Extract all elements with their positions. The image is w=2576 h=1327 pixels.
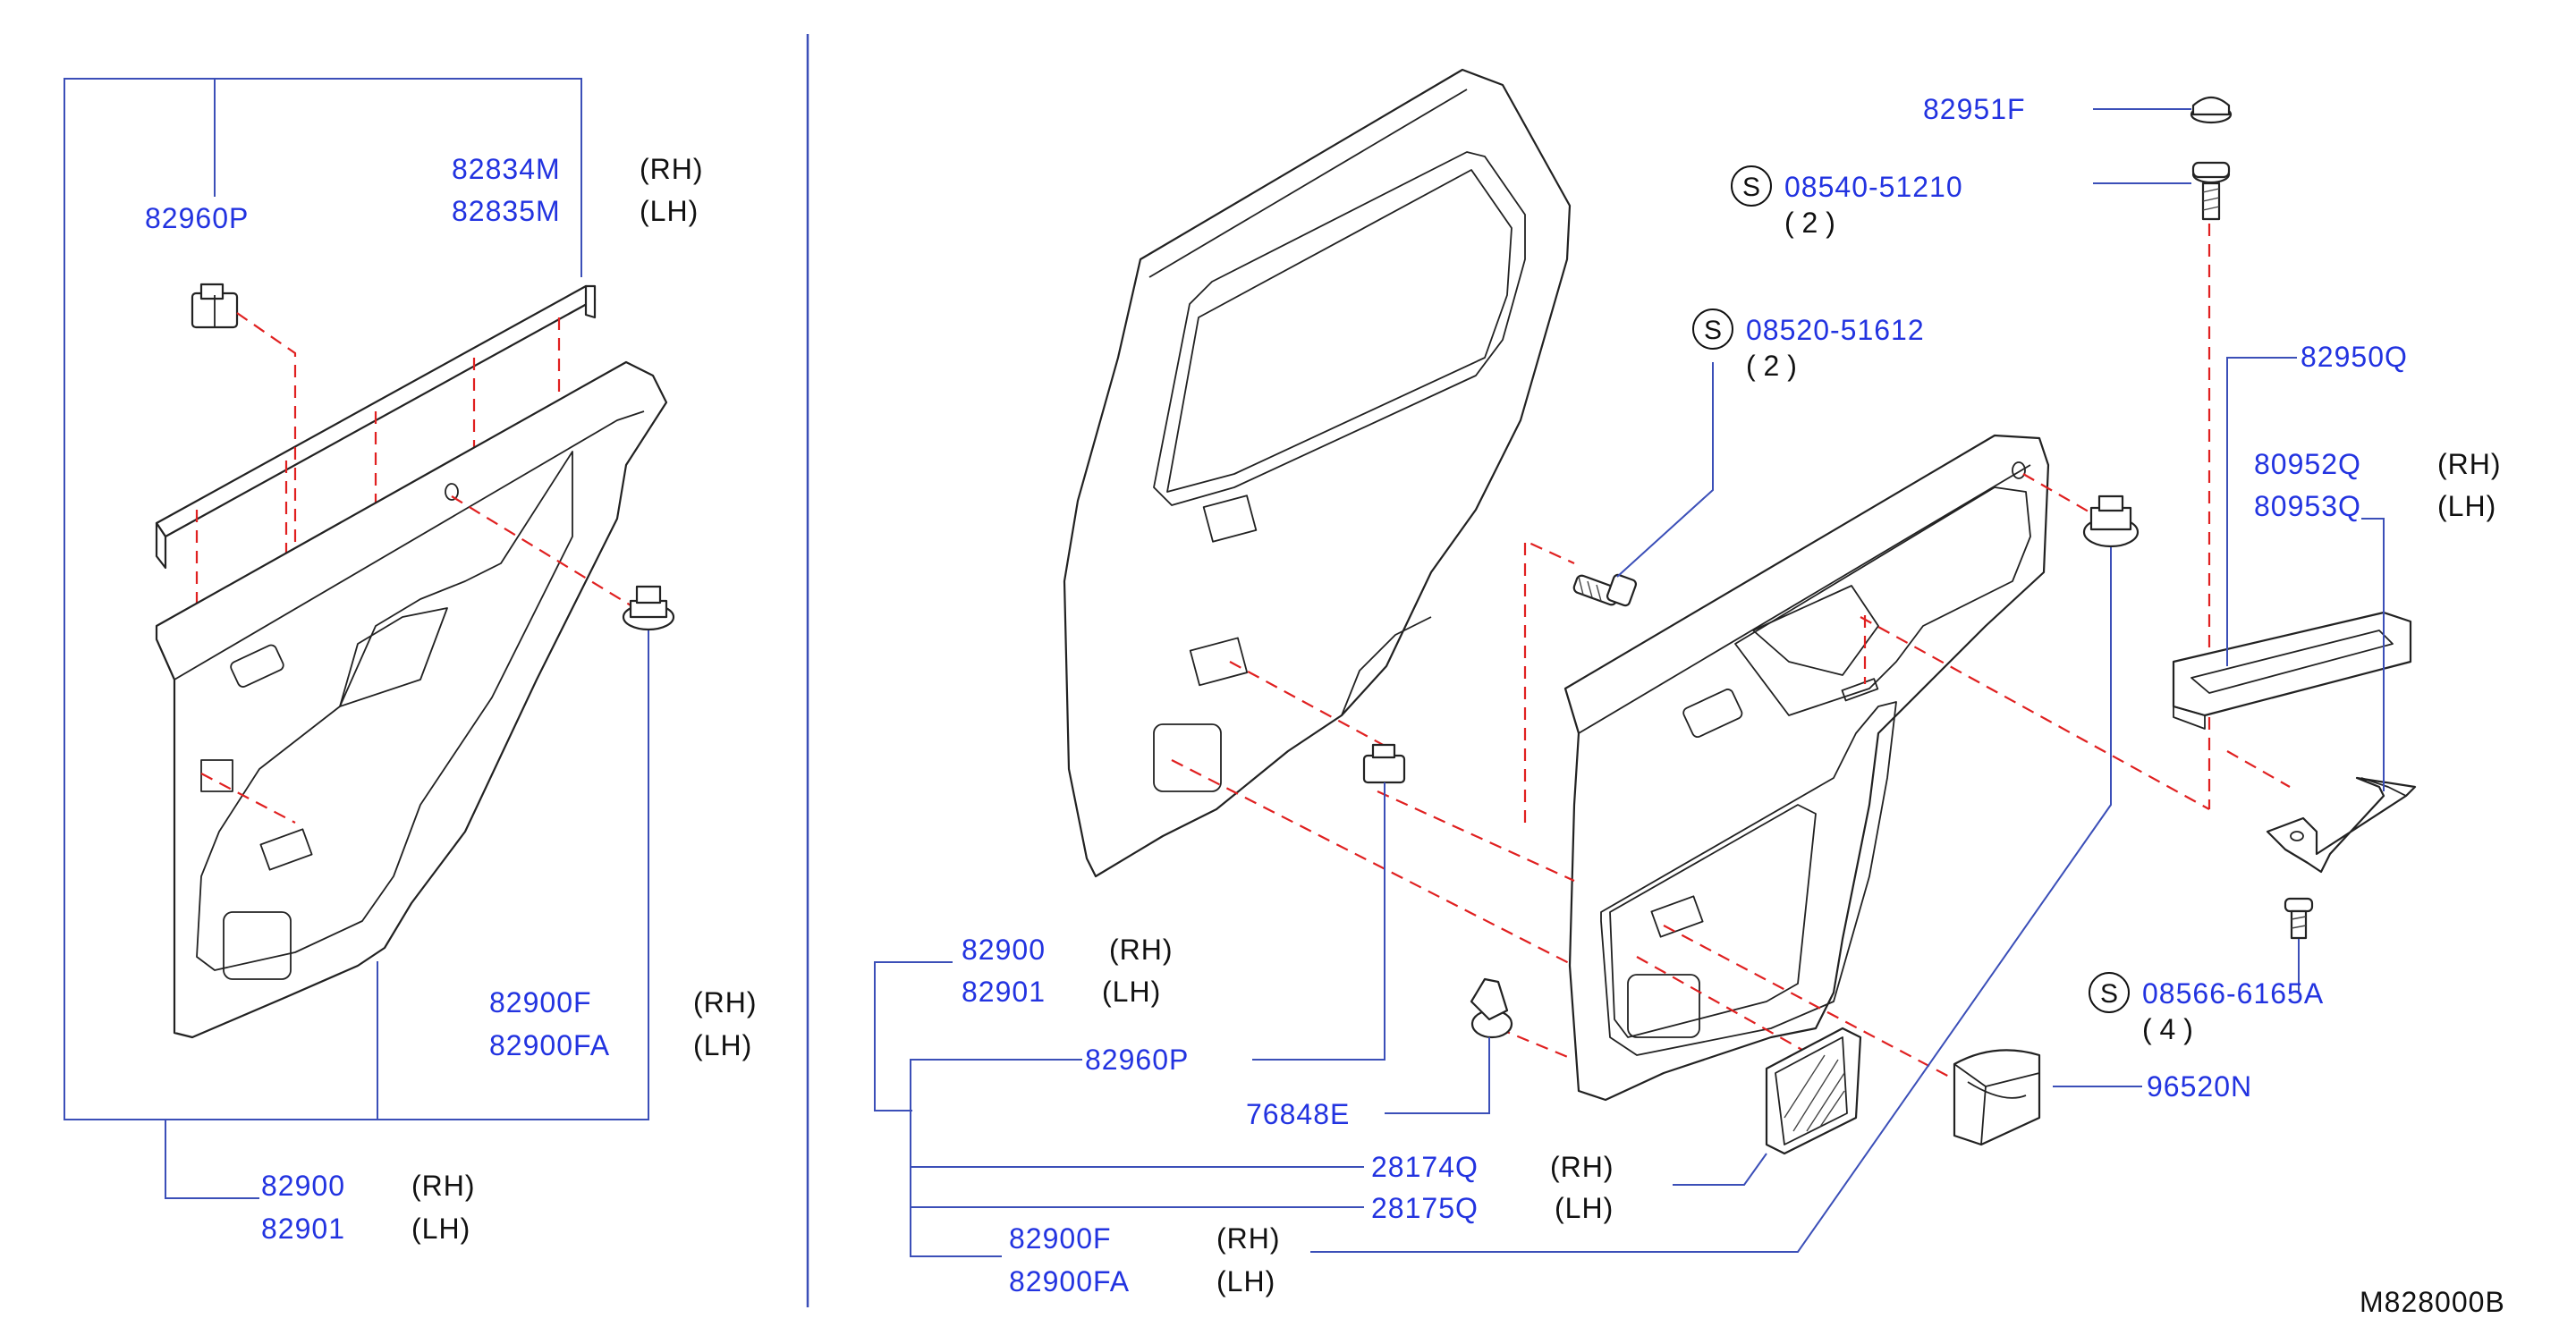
label-82900-right-side: (RH) <box>1109 934 1174 966</box>
label-82960p-left: 82960P <box>145 202 249 234</box>
screw-badge-08540: S <box>1731 165 1772 207</box>
label-82835m: 82835M <box>452 195 561 227</box>
label-82901-left: 82901 <box>261 1213 345 1245</box>
pull-handle-part <box>2172 611 2412 730</box>
screw-08520-leader <box>1616 362 1714 578</box>
cap-part <box>2190 96 2233 124</box>
label-76848e: 76848E <box>1246 1098 1350 1130</box>
label-28174q-side: (RH) <box>1550 1151 1614 1183</box>
pull-handle-leader <box>2226 357 2297 666</box>
svg-text:S: S <box>2100 979 2118 1009</box>
label-80953q: 80953Q <box>2254 490 2361 522</box>
label-82960p-right: 82960P <box>1085 1044 1189 1076</box>
label-08566-6165a: 08566-6165A <box>2142 977 2324 1010</box>
screw-08540-part <box>2191 161 2231 221</box>
screw-08566-part <box>2284 897 2314 940</box>
label-82900fa-right: 82900FA <box>1009 1265 1130 1297</box>
screw-badge-08520: S <box>1692 309 1733 350</box>
right-clip-ring-leader <box>1310 547 2112 1253</box>
svg-text:S: S <box>1742 173 1760 202</box>
label-82834m-side: (RH) <box>640 153 704 185</box>
pocket-part <box>1953 1049 2041 1146</box>
label-08540-51210: 08540-51210 <box>1784 171 1963 203</box>
seal-part <box>1765 1027 1862 1155</box>
clip-ring-part <box>622 585 675 631</box>
right-clip-ring-part <box>2082 494 2140 548</box>
label-82951f: 82951F <box>1923 93 2026 125</box>
label-96520n: 96520N <box>2147 1070 2252 1103</box>
left-exploded-view: 82960P 82834M (RH) 82835M (LH) 82900F (R… <box>64 78 758 1245</box>
grommet-part <box>1470 977 1513 1039</box>
label-82901-left-side: (LH) <box>411 1213 470 1245</box>
trim-part-leader <box>165 1120 259 1199</box>
label-08566-qty: ( 4 ) <box>2142 1013 2193 1045</box>
seal-leader <box>1673 1153 1767 1186</box>
label-28174q: 28174Q <box>1371 1151 1479 1183</box>
label-82900-left: 82900 <box>261 1170 345 1202</box>
label-80952q: 80952Q <box>2254 448 2361 480</box>
clip-right-bracket <box>910 1059 1082 1257</box>
grommet-leader <box>1385 1037 1490 1114</box>
right-assembly-paths <box>1171 224 2291 1087</box>
weatherstrip-part <box>155 284 597 608</box>
label-82835m-side: (LH) <box>640 195 699 227</box>
label-80952q-side: (RH) <box>2437 448 2502 480</box>
clip-dashed-path <box>236 312 297 823</box>
clip-right-leader <box>1252 782 1385 1061</box>
label-28175q-side: (LH) <box>1555 1192 1614 1224</box>
label-82950q: 82950Q <box>2301 341 2408 373</box>
label-82900f-left-side: (RH) <box>693 986 758 1018</box>
label-08540-qty: ( 2 ) <box>1784 207 1835 239</box>
screw-08520-part <box>1572 573 1638 607</box>
label-82834m: 82834M <box>452 153 561 185</box>
label-82901-right-side: (LH) <box>1102 976 1161 1008</box>
label-82900fa-left: 82900FA <box>489 1029 610 1061</box>
left-leader-frame <box>64 78 649 1120</box>
label-82900fa-left-side: (LH) <box>693 1029 752 1061</box>
label-28175q: 28175Q <box>1371 1192 1479 1224</box>
label-82900-left-side: (RH) <box>411 1170 476 1202</box>
label-82901-right: 82901 <box>962 976 1046 1008</box>
right-exploded-view: S S S 82951F 08540-51210 ( 2 ) 08520-516… <box>874 68 2502 1297</box>
bracket-part <box>2266 776 2417 874</box>
trim-clip-part <box>191 283 239 329</box>
label-82900f-left: 82900F <box>489 986 592 1018</box>
label-82900fa-right-side: (LH) <box>1216 1265 1275 1297</box>
door-shell-part <box>1063 68 1572 878</box>
trim-right-leader <box>874 961 953 1111</box>
label-08520-qty: ( 2 ) <box>1746 350 1797 382</box>
right-door-trim-panel <box>1563 434 2050 1102</box>
label-82900f-right-side: (RH) <box>1216 1222 1281 1255</box>
label-08520-51612: 08520-51612 <box>1746 314 1925 346</box>
left-door-trim-panel <box>155 360 668 1039</box>
label-82900f-right: 82900F <box>1009 1222 1112 1255</box>
bracket-leader <box>2361 518 2385 791</box>
label-82900-right: 82900 <box>962 934 1046 966</box>
screw-badge-08566: S <box>2089 972 2130 1013</box>
svg-text:S: S <box>1704 316 1722 345</box>
label-80953q-side: (LH) <box>2437 490 2496 522</box>
diagram-code: M828000B <box>2360 1286 2505 1318</box>
right-trim-clip-part <box>1362 743 1406 784</box>
